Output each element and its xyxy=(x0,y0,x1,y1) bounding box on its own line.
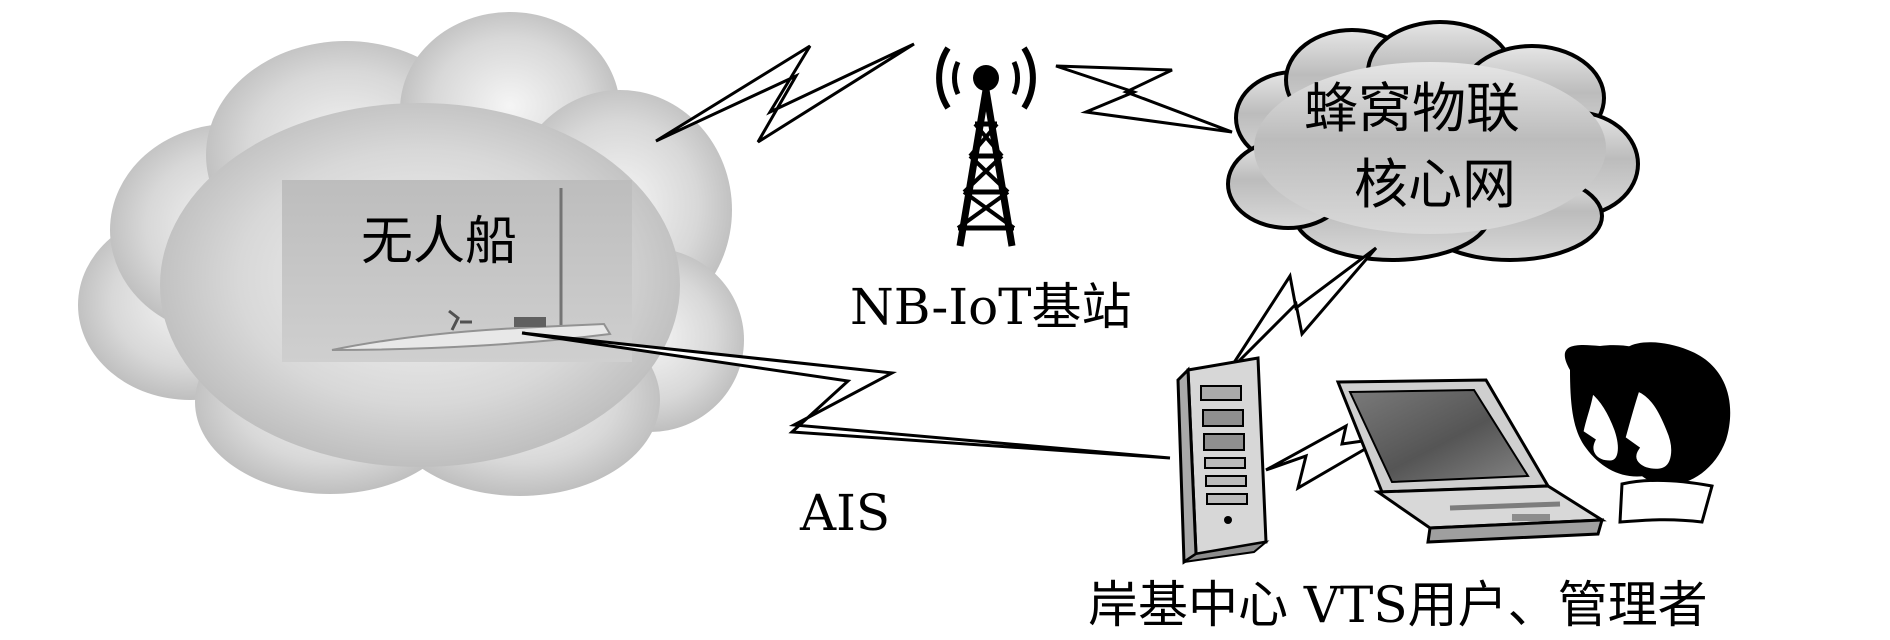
boat-icon xyxy=(331,188,612,351)
shore-center-users-label: 岸基中心 VTS用户、管理者 xyxy=(1088,576,1708,634)
lightning-bolt-icon xyxy=(655,42,915,144)
core-network-label-line2: 核心网 xyxy=(1354,153,1516,216)
ais-label: AIS xyxy=(800,484,891,542)
user-icon xyxy=(1564,342,1731,524)
cell-tower-icon xyxy=(936,46,1036,247)
server-icon xyxy=(1176,356,1270,565)
core-network-label-line1: 蜂窝物联 xyxy=(1304,77,1520,140)
lightning-bolt-icon xyxy=(1055,64,1233,134)
laptop-icon xyxy=(1335,378,1607,544)
boat-label: 无人船 xyxy=(361,212,518,272)
base-station-label: NB-IoT基站 xyxy=(850,278,1132,336)
lightning-bolt-icon xyxy=(521,331,1171,460)
core-network-cloud-icon xyxy=(1226,20,1640,262)
boat-photo-panel xyxy=(282,180,632,362)
lightning-bolt-icon xyxy=(1226,246,1378,374)
